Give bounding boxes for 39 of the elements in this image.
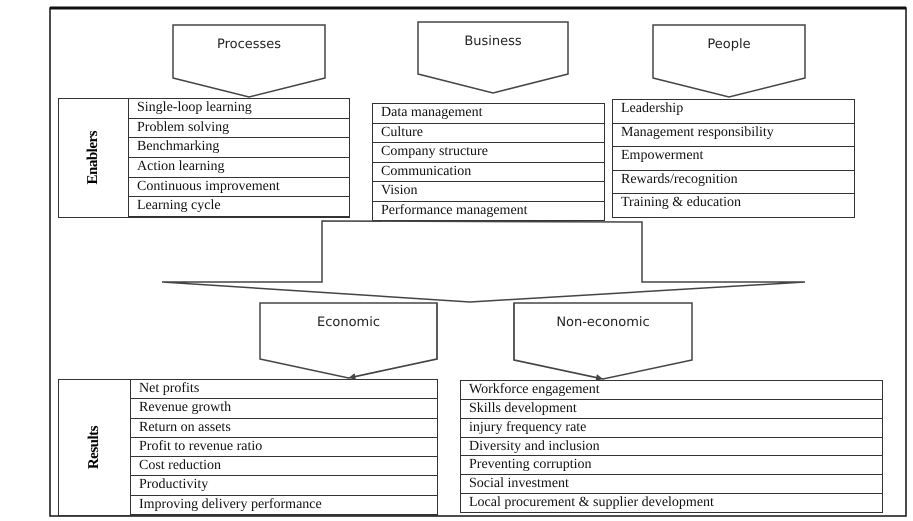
table-row: Data management xyxy=(373,104,604,124)
edge-label: Non-economic xyxy=(556,315,650,330)
table-row: Improving delivery performance xyxy=(131,496,437,515)
table-row: Rewards/recognition xyxy=(613,170,854,194)
table-row: Productivity xyxy=(131,476,437,496)
table-row: Cost reduction xyxy=(131,457,437,476)
category-label: Processes xyxy=(216,37,282,52)
table-row: Culture xyxy=(373,124,604,143)
table-row-text: Training & education xyxy=(620,194,742,212)
category-label: Business xyxy=(464,34,522,49)
table-row: Revenue growth xyxy=(131,399,437,419)
table-row: Profit to revenue ratio xyxy=(131,438,437,458)
table-row: Net profits xyxy=(131,380,437,400)
category-label: People xyxy=(707,37,751,52)
table-row: Communication xyxy=(373,162,604,182)
table-row: Skills development xyxy=(461,400,882,419)
indicator-table xyxy=(372,103,605,221)
table-row: Preventing corruption xyxy=(461,456,882,476)
table-row: Workforce engagement xyxy=(461,381,882,400)
table-row: Continuous improvement xyxy=(129,178,349,198)
edge-label: Economic xyxy=(317,315,380,330)
table-row: Action learning xyxy=(129,158,349,178)
table-row: Empowerment xyxy=(613,147,854,171)
table-row: Learning cycle xyxy=(129,197,349,218)
table-row: injury frequency rate xyxy=(461,418,882,438)
row-header: Enablers xyxy=(59,99,129,217)
table-row-text: Performance management xyxy=(380,202,529,220)
table-row: Vision xyxy=(373,182,604,202)
table-row: Leadership xyxy=(613,100,854,124)
table-row: Company structure xyxy=(373,143,604,162)
table-row: Benchmarking xyxy=(129,138,349,158)
table-row-text: Local procurement & supplier development xyxy=(468,494,715,512)
table-row: Single-loop learning xyxy=(129,99,349,119)
table-row: Return on assets xyxy=(131,418,437,438)
table-row: Diversity and inclusion xyxy=(461,438,882,456)
row-header: Results xyxy=(59,380,131,515)
table-row: Problem solving xyxy=(129,118,349,138)
table-row: Management responsibility xyxy=(613,124,854,148)
table-row: Social investment xyxy=(461,475,882,494)
